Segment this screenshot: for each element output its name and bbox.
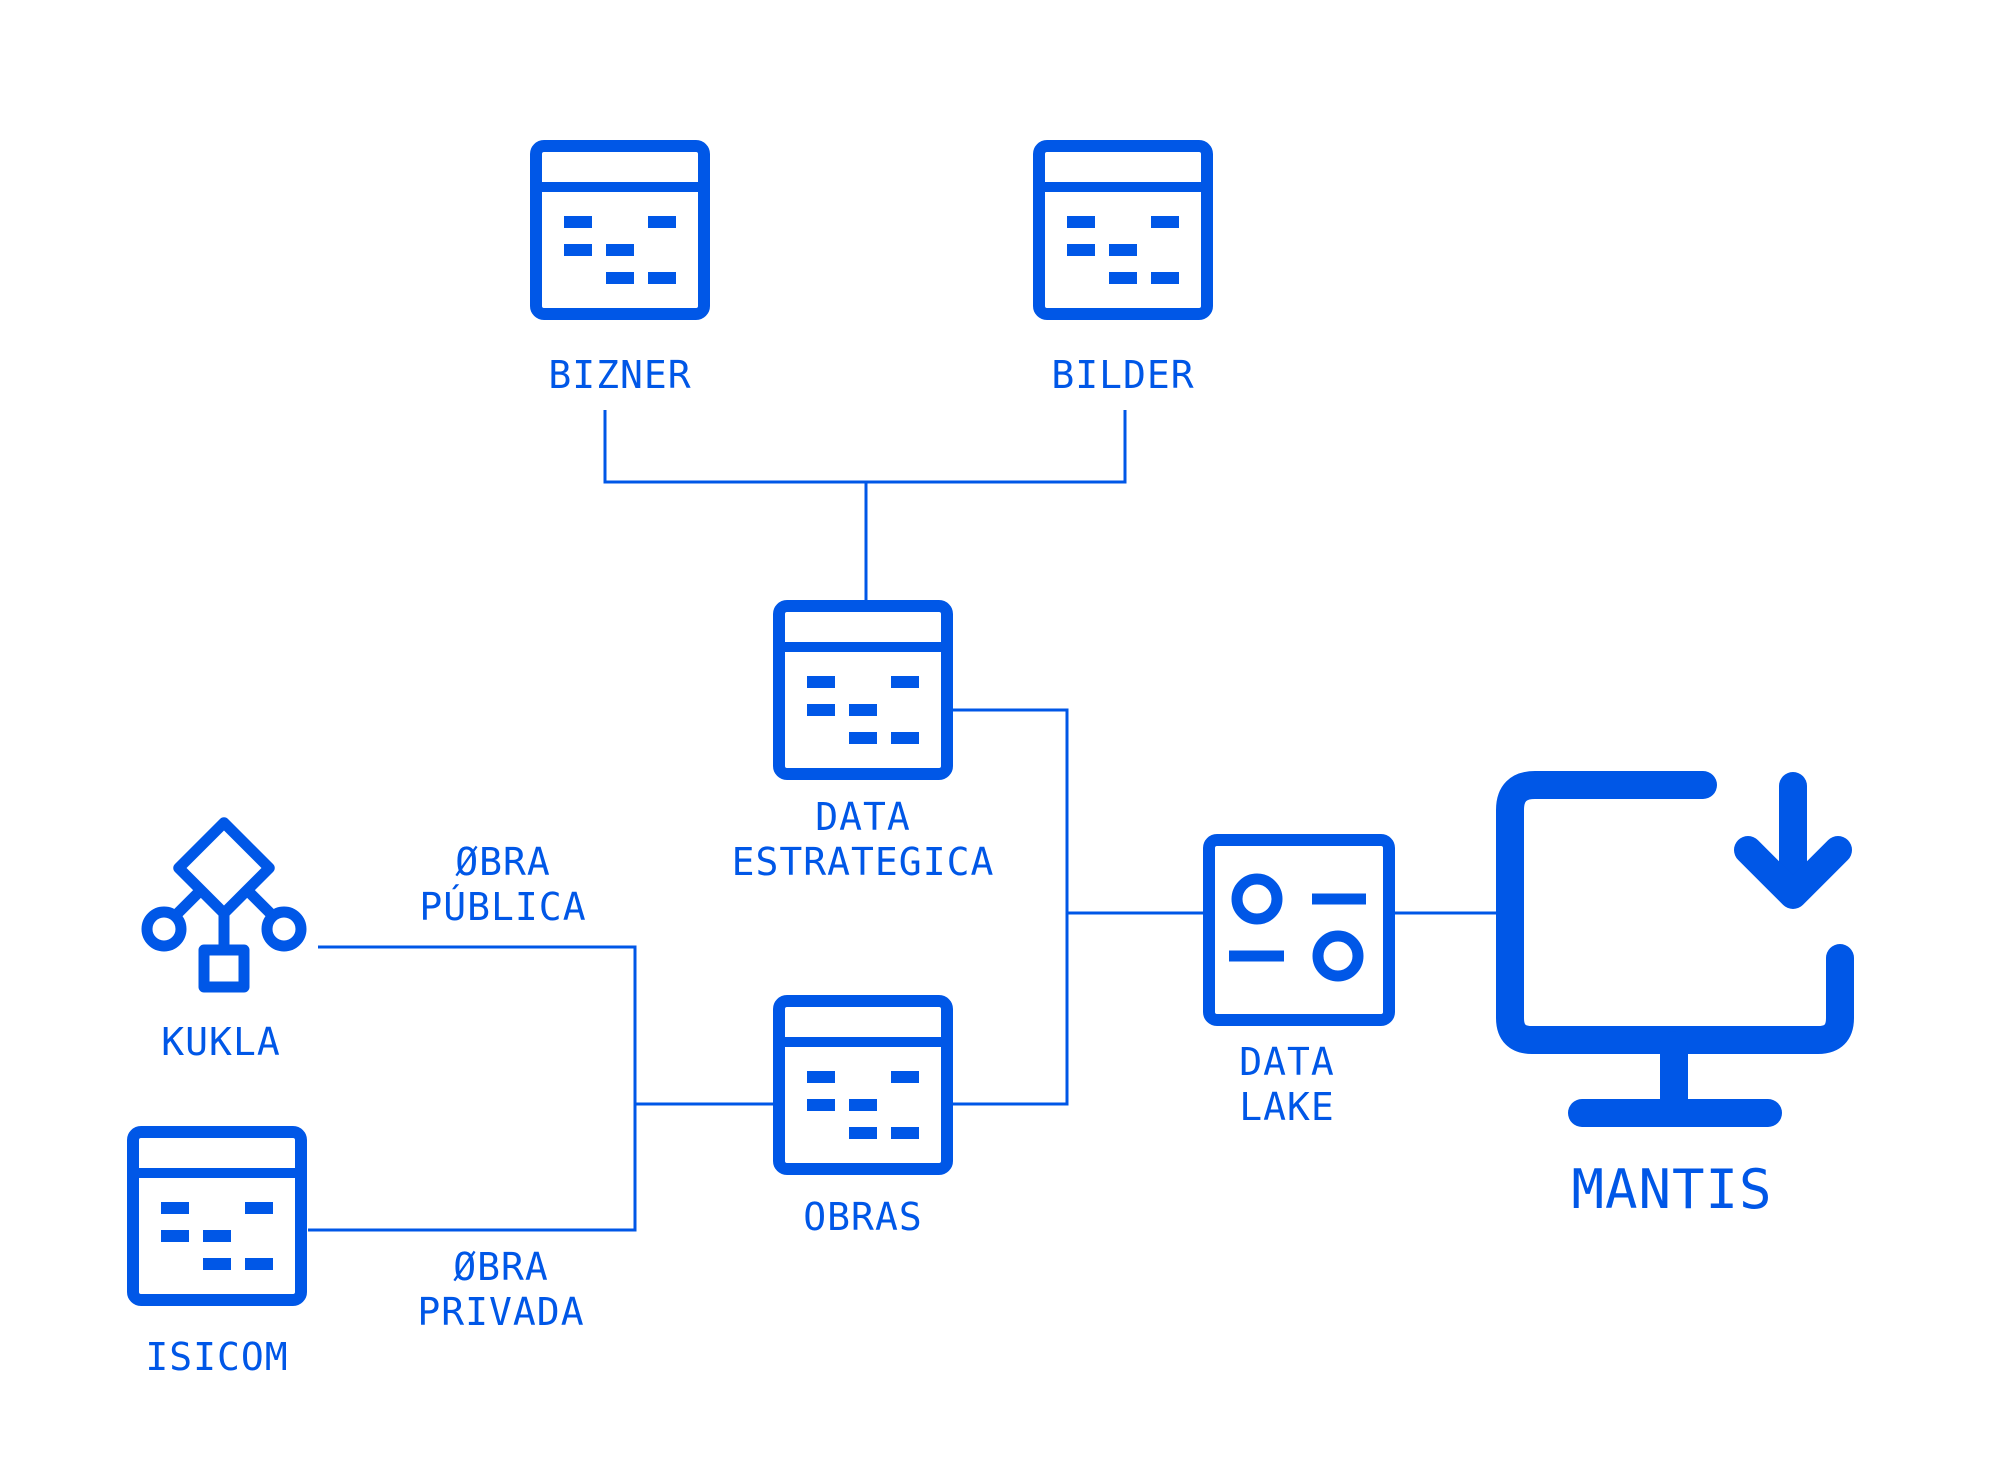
node-label-bizner: BIZNER: [548, 353, 692, 397]
label-line: PÚBLICA: [419, 885, 587, 929]
bilder-database-icon: [1039, 146, 1207, 314]
edge-kukla-obras: [308, 945, 637, 1232]
workflow-diamond-icon: [141, 817, 307, 993]
edge-estrategica-lake: [953, 708, 1069, 1106]
label-line: DATA: [815, 795, 911, 839]
estrategica-database-icon: [779, 606, 947, 774]
node-label-data-estrategica: DATA ESTRATEGICA: [732, 795, 995, 885]
edge-label-obra-privada: ØBRA PRIVADA: [417, 1245, 584, 1335]
bizner-database-icon: [536, 146, 704, 314]
label-line: ØBRA: [455, 840, 551, 884]
node-label-mantis: MANTIS: [1571, 1158, 1773, 1221]
label-line: ESTRATEGICA: [731, 840, 995, 884]
label-line: PRIVADA: [417, 1290, 585, 1334]
node-label-kukla: KUKLA: [161, 1020, 281, 1064]
node-label-isicom: ISICOM: [145, 1335, 289, 1379]
edge-bizner-bilder: [603, 410, 1127, 484]
connectors: [308, 410, 1500, 1232]
obras-database-icon: [779, 1001, 947, 1169]
node-label-data-lake: DATA LAKE: [1239, 1040, 1335, 1130]
label-line: DATA: [1239, 1040, 1335, 1084]
edge-label-obra-publica: ØBRA PÚBLICA: [419, 840, 586, 930]
isicom-database-icon: [133, 1132, 301, 1300]
label-line: ØBRA: [453, 1245, 549, 1289]
node-label-obras: OBRAS: [803, 1195, 923, 1239]
node-label-bilder: BILDER: [1051, 353, 1195, 397]
sliders-panel-icon: [1203, 834, 1395, 1026]
monitor-download-icon: [1496, 771, 1854, 1127]
label-line: LAKE: [1239, 1085, 1335, 1129]
